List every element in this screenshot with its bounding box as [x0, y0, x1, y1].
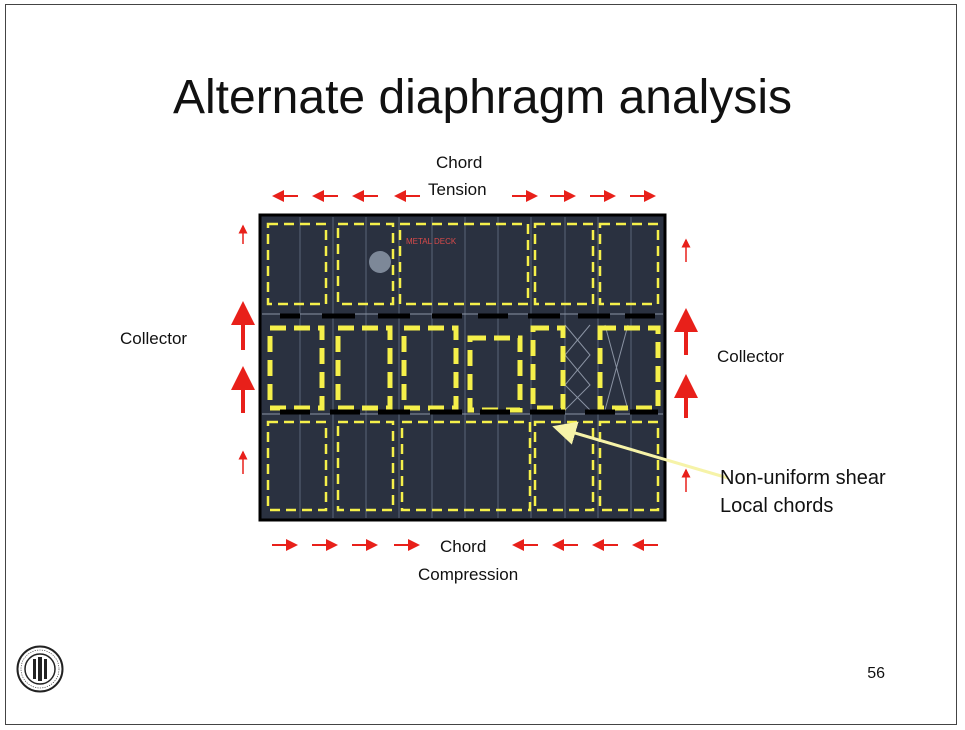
shear-flow-bottom: [266, 420, 660, 512]
collector-arrows-black: [280, 313, 658, 415]
metal-deck-symbol: [369, 251, 391, 273]
plan-note: METAL DECK: [406, 237, 457, 246]
collector-label-right: Collector: [717, 347, 785, 366]
slide-frame: [5, 4, 957, 725]
chord-compression-label-1: Chord: [440, 537, 487, 556]
collector-label-left: Collector: [120, 329, 188, 348]
aisc-logo-icon: [16, 645, 64, 693]
floor-plan: [258, 213, 667, 522]
bracing: [564, 324, 629, 411]
callout-label-2: Local chords: [720, 495, 834, 517]
callout-pointer: [552, 421, 729, 480]
collector-arrows-red: [231, 224, 698, 492]
callout-label-1: Non-uniform shear: [720, 467, 886, 489]
slide-title: Alternate diaphragm analysis: [172, 71, 792, 124]
grid-lines: [262, 217, 663, 518]
chord-compression-label-2: Compression: [418, 565, 519, 584]
shear-flow-top: [266, 222, 660, 306]
chord-tension-label-1: Chord: [436, 153, 483, 172]
page-number: 56: [867, 665, 885, 682]
chord-tension-label-2: Tension: [428, 180, 487, 199]
shear-flow-middle: [267, 325, 661, 413]
